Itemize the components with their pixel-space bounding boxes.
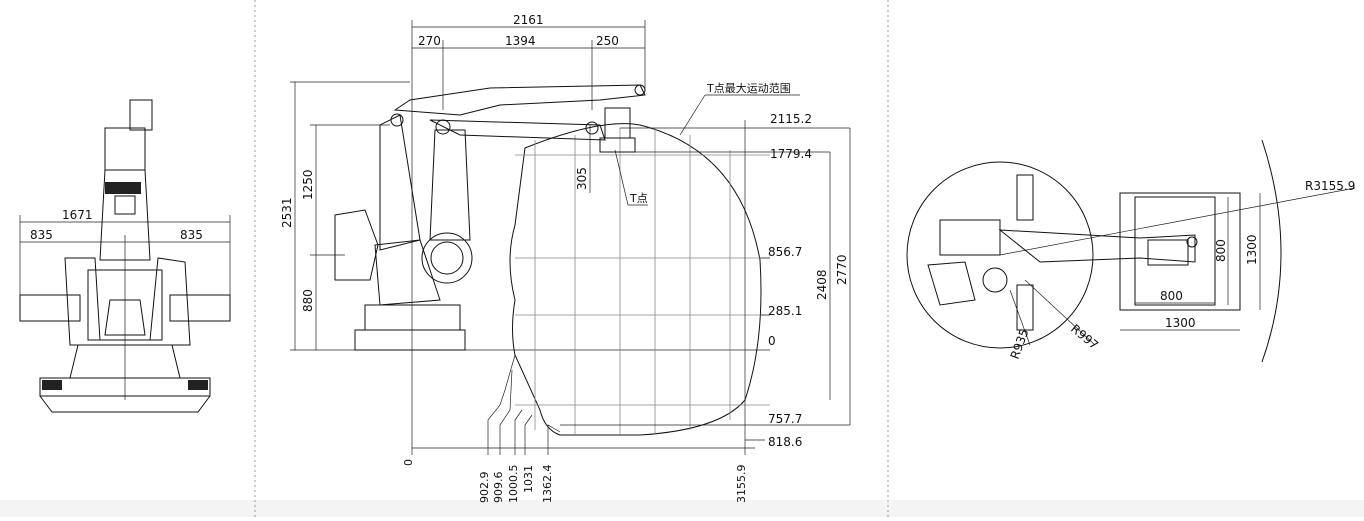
- flange: [599, 137, 636, 153]
- base-circle: [906, 161, 1094, 349]
- dim-overall-width: 1671: [62, 208, 93, 222]
- dim-top-total: 2161: [513, 13, 544, 27]
- top-wrist: [1147, 239, 1189, 266]
- top-view: R3155.9 R997 R935 800 800 1300 1300: [906, 139, 1355, 363]
- dim-top-270: 270: [418, 34, 441, 48]
- dim-left-lower: 880: [301, 289, 315, 312]
- turret-side: [374, 239, 441, 306]
- x-0: 0: [402, 459, 415, 466]
- inner-width: 800: [1160, 289, 1183, 303]
- reach-arc: [1261, 139, 1282, 363]
- gear-box: [104, 299, 146, 336]
- level-1779: 1779.4: [770, 147, 812, 161]
- base-foot: [39, 395, 211, 413]
- x-1000: 1000.5: [507, 465, 520, 504]
- outer-height: 1300: [1245, 234, 1259, 265]
- x-1031: 1031: [522, 465, 535, 493]
- base-plate: [39, 377, 211, 397]
- dim-right-2408: 2408: [815, 269, 829, 300]
- counterweight-side: [334, 209, 379, 281]
- right-counterweight: [169, 294, 231, 322]
- elbow-joint: [435, 119, 451, 135]
- wrist: [604, 107, 631, 139]
- dim-half-right: 835: [180, 228, 203, 242]
- outer-square: [1119, 192, 1241, 311]
- dim-left-upper: 1250: [301, 169, 315, 200]
- level-285: 285.1: [768, 304, 802, 318]
- dim-arm-305: 305: [575, 167, 589, 190]
- turret: [64, 257, 191, 346]
- dim-half-left: 835: [30, 228, 53, 242]
- x-3155: 3155.9: [735, 465, 748, 504]
- level-818: 818.6: [768, 435, 802, 449]
- upper-arm-head: [104, 127, 146, 171]
- upper-arm: [99, 169, 151, 261]
- radius-997: R997: [1068, 322, 1101, 353]
- top-arm: [998, 229, 1196, 263]
- dim-top-1394: 1394: [505, 34, 536, 48]
- level-0: 0: [768, 334, 776, 348]
- side-view: 2161 270 1394 250 2531 1250 880 305: [280, 13, 851, 504]
- base-side: [364, 304, 461, 331]
- turret-core: [87, 269, 163, 341]
- left-counterweight: [19, 294, 81, 322]
- front-block: [114, 195, 136, 215]
- parallel-link: [393, 84, 646, 116]
- top-counterweight-lower: [1016, 284, 1034, 331]
- top-motor: [927, 261, 976, 306]
- foot-left: [42, 380, 62, 390]
- top-counterweight-upper: [1016, 174, 1034, 221]
- t-range-label: T点最大运动范围: [706, 81, 791, 95]
- top-joint: [129, 99, 153, 131]
- foot-right: [188, 380, 208, 390]
- dim-top-250: 250: [596, 34, 619, 48]
- x-1362: 1362.4: [541, 465, 554, 504]
- t-point-label: T点: [629, 192, 648, 205]
- top-turret: [939, 219, 1001, 256]
- level-757: 757.7: [768, 412, 802, 426]
- footer-strip: [0, 500, 1364, 517]
- x-909: 909.6: [492, 472, 505, 504]
- upper-arm-side: [429, 129, 471, 241]
- inner-square: [1134, 196, 1216, 306]
- work-envelope: [509, 123, 762, 436]
- outer-width: 1300: [1165, 316, 1196, 330]
- dim-left-total: 2531: [280, 197, 294, 228]
- shoulder-motor: [421, 232, 473, 284]
- level-2115: 2115.2: [770, 112, 812, 126]
- dim-right-2770: 2770: [835, 254, 849, 285]
- level-856: 856.7: [768, 245, 802, 259]
- top-gear: [982, 267, 1008, 293]
- label-plate: [105, 182, 141, 194]
- reach-radius: R3155.9: [1305, 179, 1355, 193]
- x-902: 902.9: [478, 472, 491, 504]
- base-plate-side: [354, 329, 466, 351]
- inner-height: 800: [1214, 239, 1228, 262]
- front-view: 1671 835 835: [19, 99, 231, 413]
- rear-link: [379, 114, 421, 251]
